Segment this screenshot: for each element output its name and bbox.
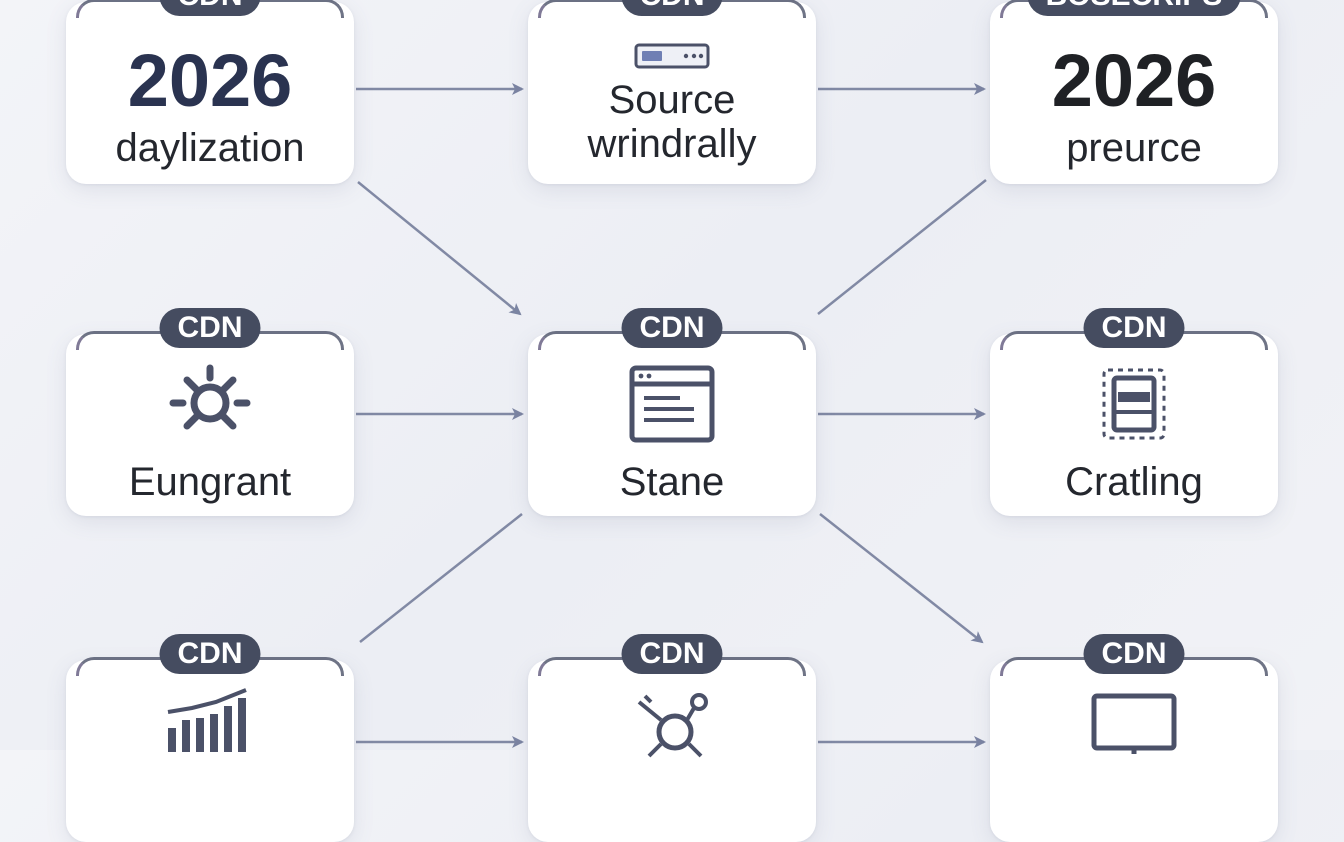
node-label: Source wrindrally (528, 78, 816, 166)
node-badge: CDN (159, 0, 261, 16)
node-top-right[interactable]: BOSECRIPS 2026 preurce (990, 0, 1278, 184)
edge-mid-middle-to-bottom-right (819, 513, 984, 644)
node-mid-middle[interactable]: CDN Stane (528, 308, 816, 516)
server-icon (634, 43, 710, 69)
node-top-left[interactable]: CDN 2026 daylization (66, 0, 354, 184)
node-label: Stane (619, 460, 725, 504)
node-badge: CDN (159, 308, 261, 348)
node-badge: BOSECRIPS (1027, 0, 1241, 16)
node-label-line1: Source (608, 78, 736, 122)
edge-mid-middle-to-top-right (817, 179, 987, 315)
node-year: 2026 (127, 39, 293, 122)
node-mid-left[interactable]: CDN Eungrant (66, 308, 354, 516)
gear-icon (169, 364, 251, 430)
node-badge: CDN (1083, 634, 1185, 674)
node-mid-right[interactable]: CDN Cratling (990, 308, 1278, 516)
node-bottom-left[interactable]: CDN (66, 634, 354, 842)
node-bottom-middle[interactable]: CDN (528, 634, 816, 842)
node-label: Cratling (1065, 460, 1203, 504)
node-label-line2: wrindrally (587, 122, 757, 166)
node-label: preurce (1066, 126, 1202, 170)
node-badge: CDN (159, 634, 261, 674)
network-icon (637, 693, 708, 758)
edge-top-left-to-mid-middle (357, 181, 522, 316)
node-year: 2026 (1051, 39, 1217, 122)
bar-chart-icon (167, 688, 247, 752)
node-badge: CDN (1083, 308, 1185, 348)
node-bottom-right[interactable]: CDN (990, 634, 1278, 842)
node-badge: CDN (621, 634, 723, 674)
flow-diagram: CDN 2026 daylization CDN Source wrindral… (66, 0, 1278, 758)
node-badge: CDN (621, 0, 723, 16)
database-icon (1102, 368, 1166, 440)
monitor-icon (1091, 693, 1177, 754)
edge-bottom-left-to-mid-middle (359, 513, 523, 643)
browser-window-icon (629, 365, 715, 443)
node-badge: CDN (621, 308, 723, 348)
node-label: Eungrant (128, 460, 292, 504)
node-top-middle[interactable]: CDN Source wrindrally (528, 0, 816, 184)
node-label: daylization (115, 126, 305, 170)
